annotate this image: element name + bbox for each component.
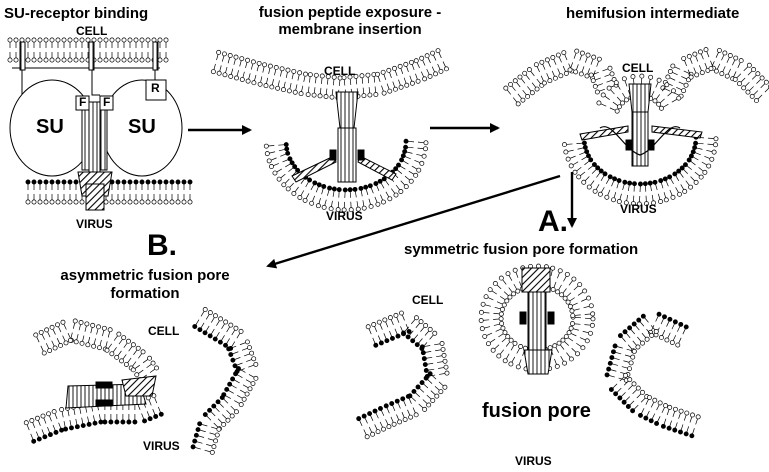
receptor-box — [145, 79, 167, 101]
membrane-sym-right — [604, 311, 701, 439]
tm-protein-peptide — [291, 91, 397, 183]
fusion-peptide-title-2: membrane insertion — [278, 21, 422, 38]
hemifusion-virus-label: VIRUS — [620, 202, 657, 216]
su-binding-title: SU-receptor binding — [4, 5, 149, 22]
hemifusion-cell-label: CELL — [622, 61, 654, 75]
f-label-left: F — [79, 95, 87, 109]
arrow-to-asymmetric — [266, 174, 561, 269]
su-binding-cell-label: CELL — [76, 24, 108, 38]
cell-membrane-hemi-left — [503, 48, 619, 107]
cell-membrane-peptide — [210, 48, 449, 101]
membrane-asym-right — [190, 307, 259, 455]
lipid-membranes — [7, 37, 769, 455]
receptor-label: R — [151, 81, 160, 95]
membrane-sym-left — [356, 310, 450, 440]
symmetric-virus-label: VIRUS — [515, 454, 552, 468]
su-left-label: SU — [36, 116, 64, 138]
tm-protein-symmetric — [519, 267, 555, 375]
tm-protein-asymmetric — [65, 375, 157, 409]
cell-membrane-asym-left — [33, 318, 159, 383]
su-binding-virus-label: VIRUS — [76, 217, 113, 231]
fusion-peptide-virus-label: VIRUS — [326, 209, 363, 223]
fusion-pore-label: fusion pore — [482, 400, 591, 422]
symmetric-cell-label: CELL — [412, 293, 444, 307]
panel-b-letter: B. — [147, 229, 177, 262]
symmetric-title: symmetric fusion pore formation — [404, 241, 639, 258]
arrows — [188, 123, 577, 269]
asymmetric-title-1: asymmetric fusion pore — [60, 267, 230, 284]
tm-protein-hemifusion — [579, 83, 703, 167]
cell-membrane-su — [7, 37, 169, 63]
fusion-peptide-cell-label: CELL — [324, 64, 356, 78]
su-receptor-complex — [9, 41, 183, 211]
f-label-right: F — [103, 95, 111, 109]
su-right-label: SU — [128, 116, 156, 138]
asymmetric-title-2: formation — [110, 285, 180, 302]
cell-membrane-hemi-right — [660, 47, 769, 104]
asymmetric-cell-label: CELL — [148, 324, 180, 338]
fusion-peptide-title-1: fusion peptide exposure - — [258, 4, 442, 21]
virus-membrane-hemi — [562, 134, 719, 207]
hemifusion-title: hemifusion intermediate — [566, 5, 740, 22]
panel-a-letter: A. — [538, 205, 568, 238]
asymmetric-virus-label: VIRUS — [143, 439, 180, 453]
